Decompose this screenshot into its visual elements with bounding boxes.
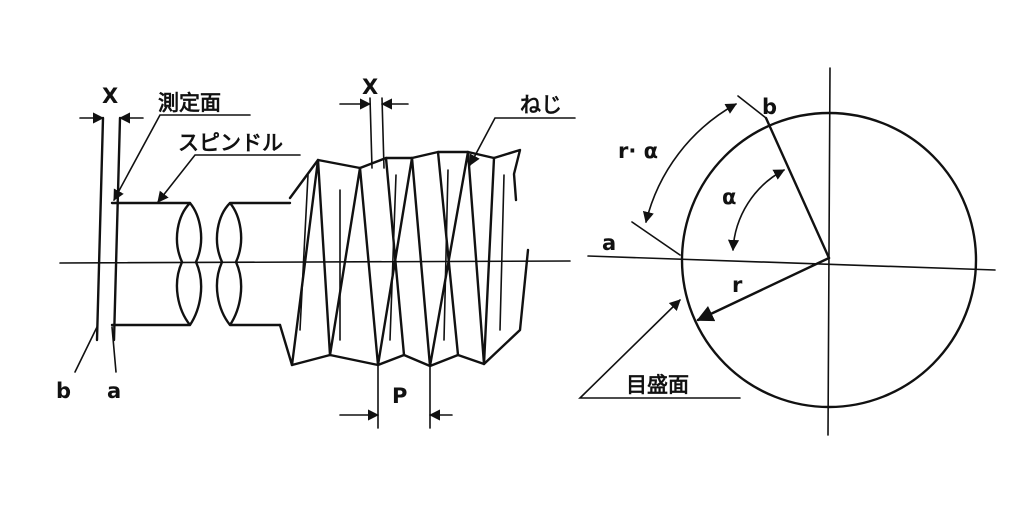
x-left-label: X: [102, 84, 118, 108]
center-line-left: [59, 260, 571, 264]
screw-thread-top: [288, 148, 522, 202]
x-mid-ext-2: [381, 97, 385, 169]
spindle-body-right: [215, 201, 292, 327]
screw-thread-bottom: [278, 248, 530, 368]
spindle-leader: [157, 154, 301, 203]
plane-b-line: [95, 116, 105, 342]
dial-horizontal-axis: [587, 255, 996, 271]
graduated-surface-label: 目盛面: [626, 373, 689, 397]
point-a-right-label: a: [602, 231, 616, 255]
radius-to-b: [764, 116, 831, 260]
point-b-left-label: b: [56, 379, 71, 403]
point-a-left-label: a: [107, 379, 121, 403]
tick-b: [737, 95, 767, 119]
plane-b-leader: [74, 326, 98, 373]
alpha-arc: [727, 169, 785, 252]
spindle-label: スピンドル: [178, 131, 283, 155]
tick-a: [631, 221, 681, 256]
x-mid-ext-1: [369, 97, 373, 169]
dial-vertical-axis: [827, 67, 831, 436]
x-mid-label: X: [362, 75, 378, 99]
plane-a-leader: [111, 326, 117, 373]
graduated-surface-leader: [578, 299, 741, 399]
graduated-dial-figure: r· α b α a r 目盛面: [578, 67, 996, 436]
measuring-surface-leader: [113, 114, 251, 201]
plane-a-line: [112, 116, 122, 342]
point-b-right-label: b: [762, 95, 777, 119]
radius-label: r: [732, 273, 743, 297]
screw-leader: [469, 117, 576, 166]
screw-label: ねじ: [520, 93, 562, 117]
spindle-body: [110, 201, 203, 327]
screw-flanks: [290, 150, 496, 368]
r-alpha-label: r· α: [618, 139, 658, 163]
screw-flank-faces: [299, 169, 505, 341]
measuring-surface-label: 測定面: [158, 91, 221, 115]
alpha-label: α: [722, 185, 736, 209]
radius-r: [696, 256, 831, 322]
spindle-screw-figure: X 測定面 スピンドル X ねじ b a P: [56, 75, 576, 429]
pitch-label: P: [392, 384, 407, 408]
r-alpha-arc: [642, 103, 737, 224]
